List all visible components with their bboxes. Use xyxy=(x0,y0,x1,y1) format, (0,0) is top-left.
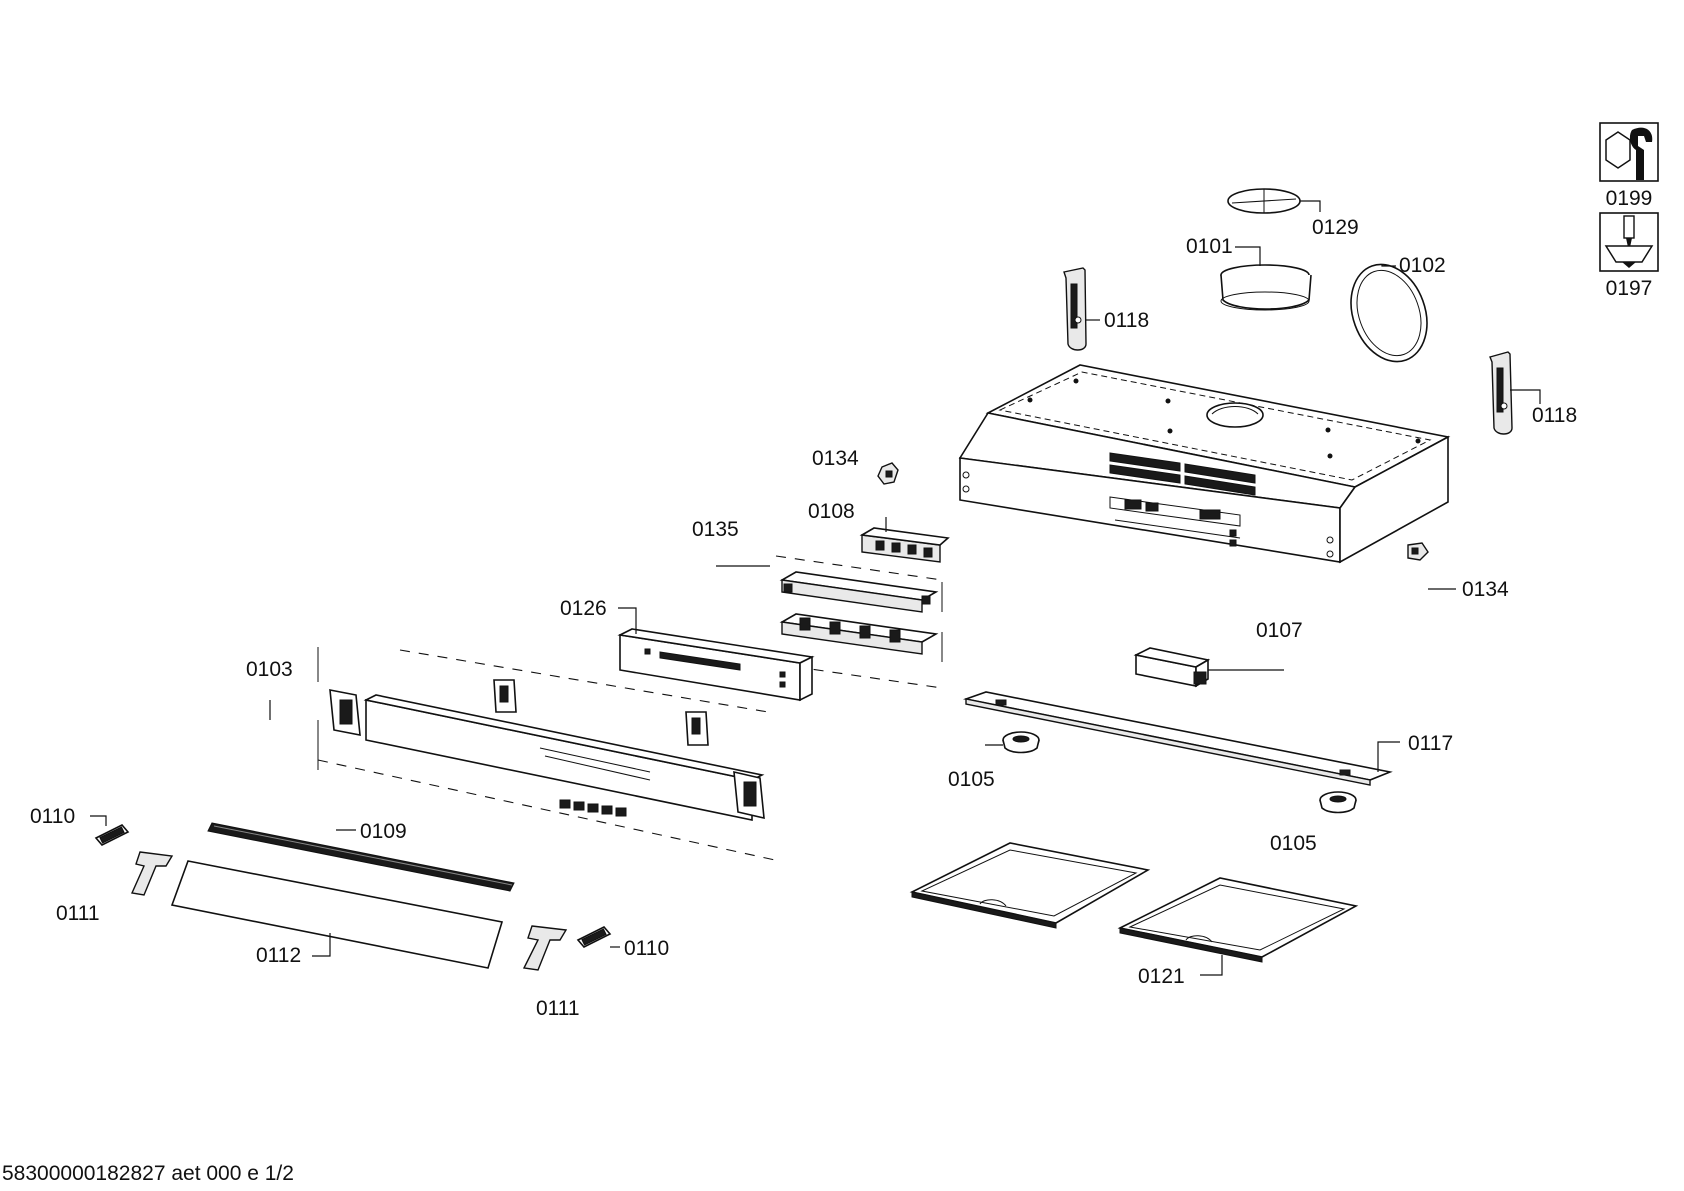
part-0109-seal-strip: 0109 xyxy=(207,820,515,892)
label-0121: 0121 xyxy=(1138,965,1185,988)
label-0118-left: 0118 xyxy=(1104,309,1149,332)
label-0105-left: 0105 xyxy=(948,768,995,791)
hood-housing xyxy=(958,364,1451,564)
label-0135: 0135 xyxy=(692,518,739,541)
label-0118-right: 0118 xyxy=(1532,404,1577,427)
part-0121-grease-filter-right: 0121 xyxy=(1117,877,1359,988)
tool-icon-0199: 0199 xyxy=(1599,122,1659,210)
part-0126-control-panel: 0126 xyxy=(560,597,815,702)
part-0110-endcap-right: 0110 xyxy=(576,926,669,960)
label-0134-lower: 0134 xyxy=(1462,578,1509,601)
label-0111-left: 0111 xyxy=(56,902,100,925)
tool-icon-0197: 0197 xyxy=(1599,212,1659,300)
part-0107-transformer: 0107 xyxy=(1133,619,1303,688)
label-0111-right: 0111 xyxy=(536,997,580,1020)
part-0110-endcap-left: 0110 xyxy=(30,805,130,846)
drawing-footer-code: 58300000182827 aet 000 e 1/2 xyxy=(2,1162,294,1185)
tool-code-0199: 0199 xyxy=(1606,187,1653,210)
part-0105-lamp-left: 0105 xyxy=(948,731,1040,791)
part-0103-front-fascia: 0103 xyxy=(246,647,776,861)
part-0129-flap: 0129 xyxy=(1227,188,1359,239)
part-0117-lamp-strip: 0117 xyxy=(962,691,1453,786)
wrench-nut-icon xyxy=(1605,127,1653,180)
part-0118-bracket-left: 0118 xyxy=(1063,267,1149,351)
screwdriver-icon xyxy=(1604,215,1654,268)
part-0134-clip-lower: 0134 xyxy=(1407,542,1509,601)
label-0110-right: 0110 xyxy=(624,937,669,960)
label-0134-upper: 0134 xyxy=(812,447,859,470)
part-0111-holder-left: 0111 xyxy=(56,851,174,925)
part-0135-switch-housing: 0135 xyxy=(692,518,943,689)
label-0110-left: 0110 xyxy=(30,805,75,828)
part-0121-grease-filter-left xyxy=(909,842,1151,929)
label-0129: 0129 xyxy=(1312,216,1359,239)
part-0112-glass-panel: 0112 xyxy=(170,860,504,969)
part-0111-holder-right: 0111 xyxy=(522,925,580,1020)
part-0101-duct-collar: 0101 xyxy=(1186,235,1312,311)
tool-code-0197: 0197 xyxy=(1606,277,1653,300)
part-0108-control-board: 0108 xyxy=(808,500,950,563)
label-0109: 0109 xyxy=(360,820,407,843)
label-0117: 0117 xyxy=(1408,732,1453,755)
label-0107: 0107 xyxy=(1256,619,1303,642)
fascia-buttons xyxy=(559,799,627,817)
part-0134-clip-upper: 0134 xyxy=(812,447,899,485)
part-0105-lamp-right: 0105 xyxy=(1270,791,1357,855)
label-0108: 0108 xyxy=(808,500,855,523)
part-0102-ring: 0102 xyxy=(1350,254,1446,363)
label-0101: 0101 xyxy=(1186,235,1233,258)
label-0102: 0102 xyxy=(1399,254,1446,277)
label-0103: 0103 xyxy=(246,658,293,681)
label-0112: 0112 xyxy=(256,944,301,967)
part-0118-bracket-right: 0118 xyxy=(1489,351,1577,435)
hood-vent-grille xyxy=(1109,452,1256,496)
label-0105-right: 0105 xyxy=(1270,832,1317,855)
label-0126: 0126 xyxy=(560,597,607,620)
